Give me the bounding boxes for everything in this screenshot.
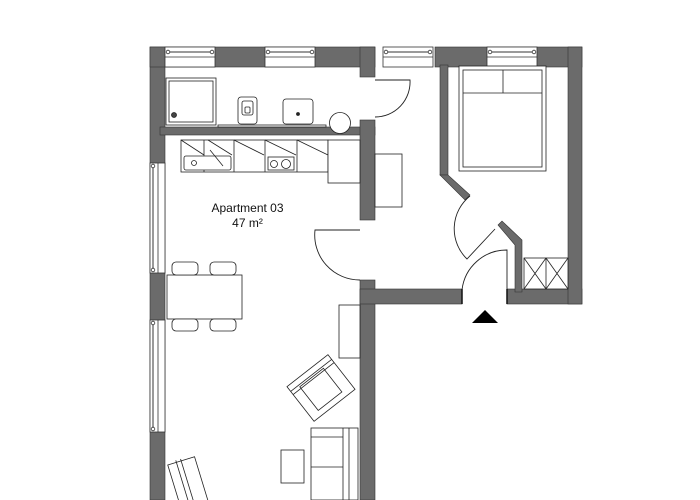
wall-hall-bottom xyxy=(359,288,463,305)
hall-cabinet xyxy=(374,153,403,208)
washing-machine xyxy=(329,112,351,134)
window-top-bedroom xyxy=(486,46,538,68)
double-bed xyxy=(458,65,547,172)
toilet xyxy=(237,96,258,125)
chair xyxy=(209,261,237,276)
door-living xyxy=(314,229,361,281)
dining-table xyxy=(166,261,243,332)
apartment-area: 47 m² xyxy=(232,216,263,230)
wall-bath-hall-stub xyxy=(359,46,376,78)
window-top-wc xyxy=(264,46,316,68)
bathroom-sink xyxy=(282,98,314,125)
doors xyxy=(314,79,508,304)
sofa xyxy=(310,427,359,500)
chair xyxy=(171,318,199,332)
furniture xyxy=(165,65,569,500)
bath-counter xyxy=(217,124,327,128)
window-left-lower xyxy=(149,319,166,433)
door-bedroom xyxy=(453,195,496,260)
chair xyxy=(209,318,237,332)
wall-hall-bedroom-angled xyxy=(439,174,471,201)
fridge xyxy=(327,139,361,184)
wall-kitchen-hall xyxy=(359,119,376,221)
wall-right xyxy=(567,46,583,305)
wall-living-hall-lower xyxy=(359,279,376,500)
window-top-bath xyxy=(164,46,216,68)
wardrobe xyxy=(523,257,569,290)
door-bathroom xyxy=(374,79,411,118)
shower-tray xyxy=(165,77,217,126)
wall-hall-bedroom xyxy=(439,64,449,176)
chair xyxy=(171,261,199,276)
apartment-label: Apartment 03 47 m² xyxy=(195,201,300,231)
lounge-chair xyxy=(167,456,210,500)
armchair xyxy=(286,354,356,422)
apartment-name: Apartment 03 xyxy=(211,201,284,215)
door-entrance xyxy=(461,249,508,291)
entrance-arrow-icon xyxy=(472,310,498,323)
kitchen-counter xyxy=(180,139,361,184)
windows xyxy=(149,46,538,433)
coffee-table xyxy=(280,449,305,484)
living-shelf xyxy=(338,304,361,359)
window-top-hall xyxy=(382,46,434,68)
window-left-upper xyxy=(149,162,166,274)
wall-wardrobe-angled xyxy=(497,220,523,293)
kitchen-sink xyxy=(183,155,232,171)
